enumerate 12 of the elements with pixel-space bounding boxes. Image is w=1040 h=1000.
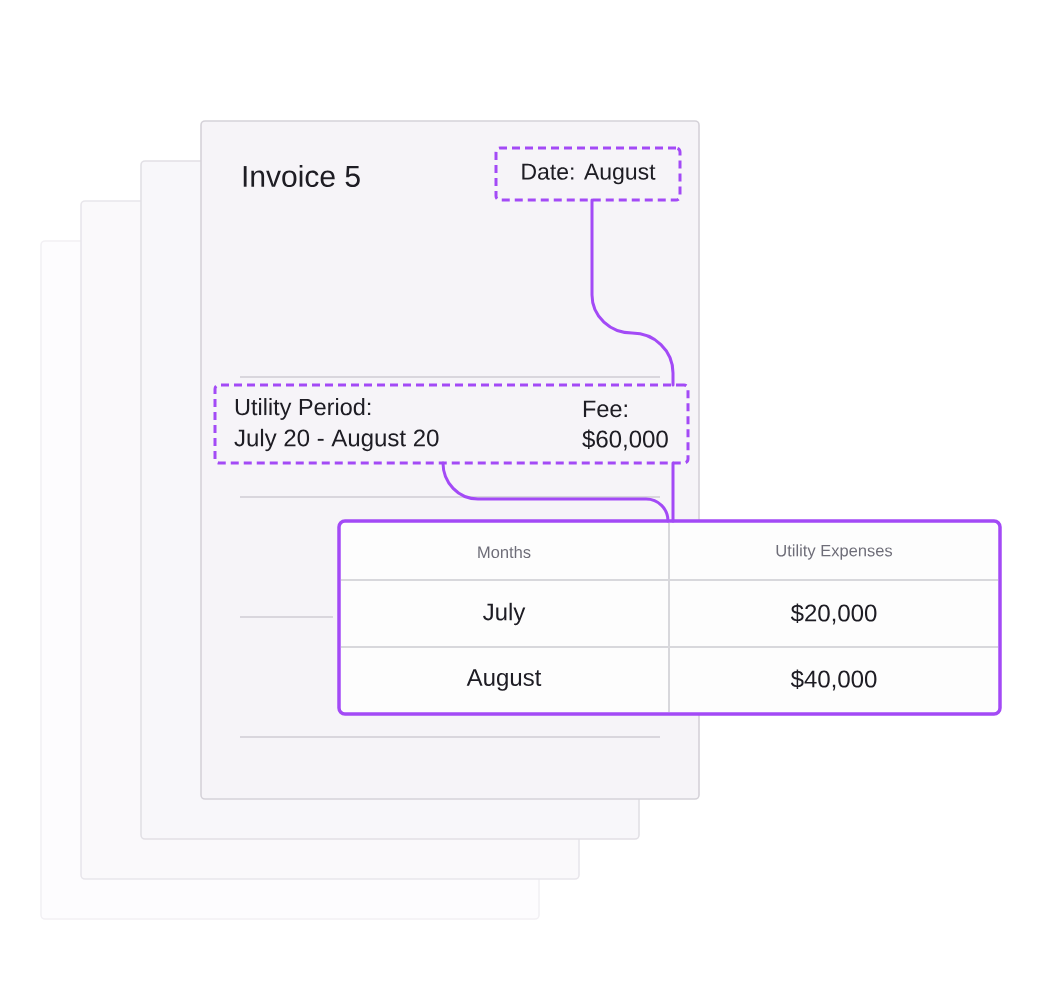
- column-header: Utility Expenses: [776, 544, 893, 560]
- field-label: Utility Period:: [235, 398, 371, 420]
- highlight-box: Date: August: [494, 146, 682, 202]
- field-value: $60,000: [582, 429, 668, 451]
- column-header: Months: [478, 545, 531, 559]
- table-entry: August: [466, 669, 542, 691]
- field-label: Fee:: [583, 400, 627, 418]
- table-entry: July: [483, 602, 526, 626]
- table-entry: $40,000: [790, 669, 877, 691]
- field-value: July 20 - August 20: [234, 428, 439, 452]
- invoice-title: Invoice 5: [243, 165, 360, 187]
- table-entry: $20,000: [790, 603, 877, 625]
